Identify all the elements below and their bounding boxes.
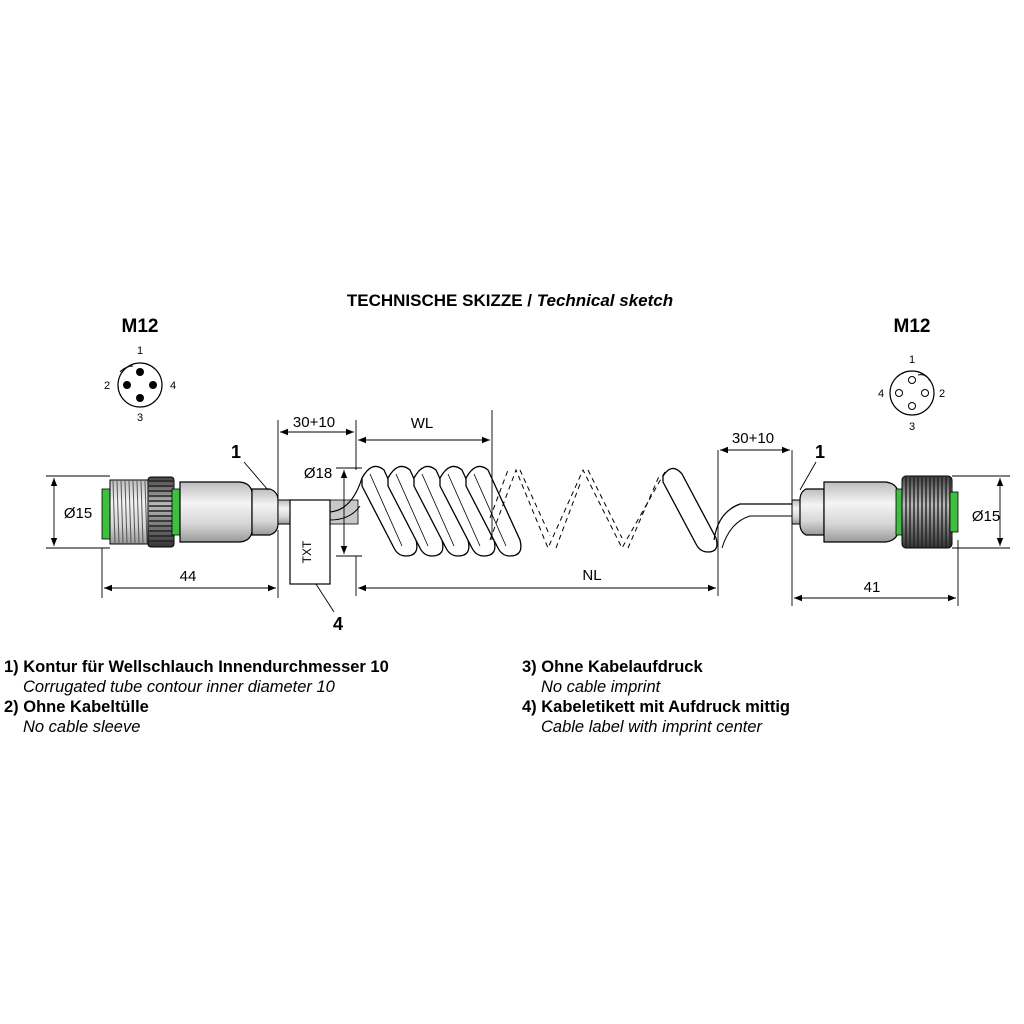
note-4-de: 4) Kabeletikett mit Aufdruck mittig (522, 698, 791, 716)
right-pin-face: M12 1 2 3 4 (878, 316, 945, 433)
coil-winding (387, 465, 444, 557)
right-pin-4 (895, 389, 903, 397)
dim-wl: WL (411, 415, 434, 432)
callout-left-1: 1 (231, 442, 241, 462)
coil-continuation-top (489, 468, 667, 550)
right-pin-3 (908, 402, 916, 410)
svg-text:3: 3 (909, 421, 915, 433)
label-text: TXT (300, 540, 314, 563)
note-3-en: No cable imprint (541, 678, 661, 696)
note-4-en: Cable label with imprint center (541, 718, 763, 736)
note-2-en: No cable sleeve (23, 718, 141, 736)
left-connector-type: M12 (122, 316, 159, 337)
right-pin-1 (908, 376, 916, 384)
left-pin-3 (136, 394, 144, 402)
coil-winding-edge (447, 473, 481, 547)
diagram-title: TECHNISCHE SKIZZE / Technical sketch (347, 291, 673, 310)
coil-winding-edge (421, 473, 455, 547)
coil-winding-edge (369, 473, 403, 547)
coil-winding-edge (473, 473, 507, 547)
svg-text:2: 2 (104, 380, 110, 392)
right-pin-2 (921, 389, 929, 397)
spiral-coil (361, 465, 522, 557)
svg-text:4: 4 (878, 388, 884, 400)
right-connector-type: M12 (894, 316, 931, 337)
svg-text:1: 1 (909, 354, 915, 366)
left-connector (101, 476, 293, 548)
note-1-en: Corrugated tube contour inner diameter 1… (23, 678, 335, 696)
coil-winding (361, 465, 418, 557)
dim-left-offset: 30+10 (293, 414, 335, 431)
note-1-de: 1) Kontur für Wellschlauch Innendurchmes… (4, 658, 389, 676)
coil-winding-edge (395, 473, 429, 547)
dimension-labels: Ø15 44 30+10 Ø18 WL NL 30+10 41 Ø15 1 1 … (64, 414, 1000, 634)
callout-right-1: 1 (815, 442, 825, 462)
left-pin-2 (123, 381, 131, 389)
left-pin-1 (136, 368, 144, 376)
coil-continuation-bottom (489, 469, 661, 549)
dim-right-length: 41 (864, 579, 881, 596)
right-connector (791, 475, 959, 549)
dimension-lines (46, 410, 1010, 613)
svg-text:4: 4 (170, 380, 176, 392)
note-3-de: 3) Ohne Kabelaufdruck (522, 658, 703, 676)
coil-winding (465, 465, 522, 557)
left-pin-face: M12 1 2 3 4 (104, 316, 176, 424)
notes-right: 3) Ohne Kabelaufdruck No cable imprint 4… (522, 657, 790, 737)
coil-winding (413, 465, 470, 557)
cable-label: TXT (289, 499, 359, 585)
callout-label-4: 4 (333, 614, 343, 634)
dim-left-diameter: Ø15 (64, 505, 92, 522)
left-pin-4 (149, 381, 157, 389)
coil-winding (439, 465, 496, 557)
dim-right-diameter: Ø15 (972, 508, 1000, 525)
svg-text:3: 3 (137, 412, 143, 424)
dim-left-length: 44 (180, 568, 197, 585)
dim-coil-diameter: Ø18 (304, 465, 332, 482)
notes-left: 1) Kontur für Wellschlauch Innendurchmes… (4, 657, 389, 737)
dim-right-offset: 30+10 (732, 430, 774, 447)
dim-nl: NL (582, 567, 601, 584)
svg-text:1: 1 (137, 345, 143, 357)
svg-text:2: 2 (939, 388, 945, 400)
note-2-de: 2) Ohne Kabeltülle (4, 698, 149, 716)
